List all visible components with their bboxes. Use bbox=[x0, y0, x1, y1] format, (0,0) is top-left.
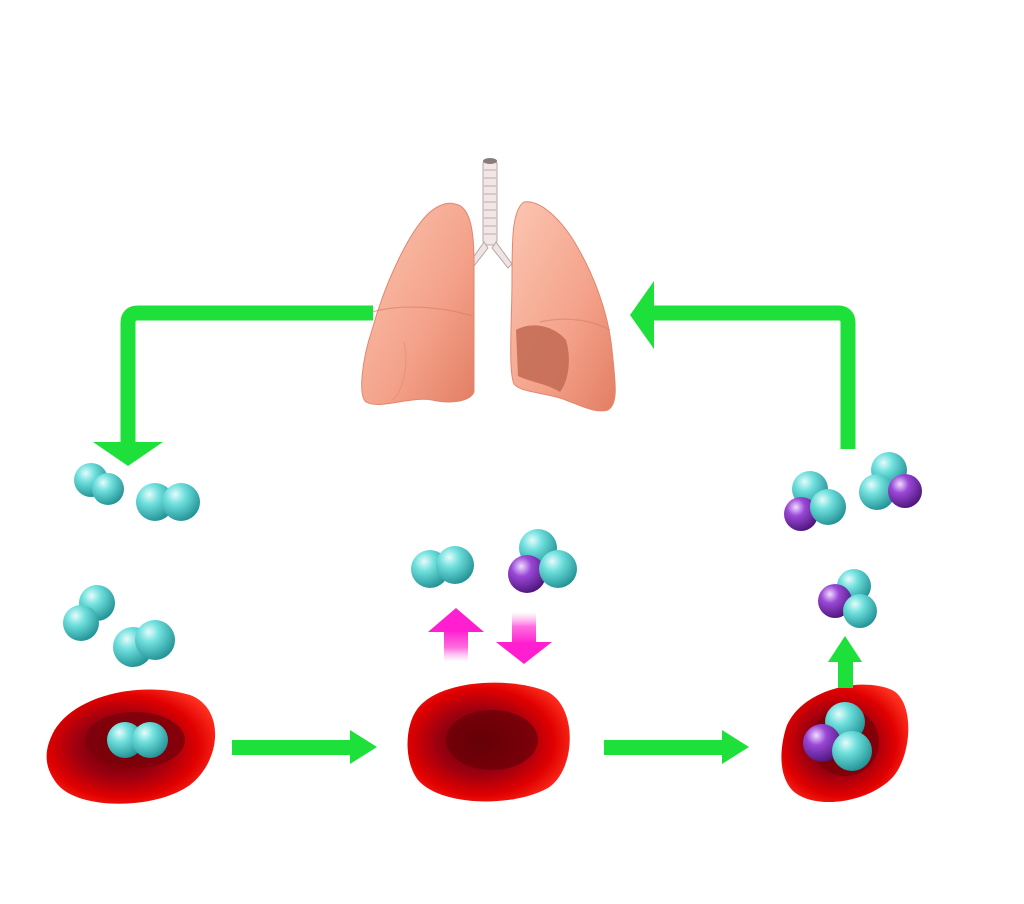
exchange-arrow-down bbox=[496, 612, 552, 664]
flow-arrow-cell3-up bbox=[828, 636, 862, 688]
oxygen-molecule-icon bbox=[74, 463, 124, 505]
oxygen-molecule-icon bbox=[107, 722, 168, 758]
exchange-arrow-up bbox=[428, 608, 484, 662]
oxygen-molecule-icon bbox=[113, 620, 175, 667]
flow-arrow-cell2-to-cell3 bbox=[604, 730, 749, 764]
flow-arrow-cell1-to-cell2 bbox=[232, 730, 377, 764]
flow-arrow-lungs-to-left bbox=[93, 305, 373, 466]
carbon-dioxide-molecule-icon bbox=[818, 569, 877, 628]
oxygen-molecule-icon bbox=[136, 483, 200, 521]
red-blood-cell-icon bbox=[407, 682, 570, 802]
flow-arrow-right-to-lungs bbox=[630, 281, 856, 449]
oxygen-molecule-icon bbox=[411, 546, 474, 588]
carbon-dioxide-molecule-icon bbox=[784, 471, 846, 531]
lungs-icon bbox=[361, 158, 616, 412]
carbon-dioxide-molecule-icon bbox=[859, 452, 922, 510]
oxygen-molecule-icon bbox=[63, 585, 115, 641]
carbon-dioxide-molecule-icon bbox=[508, 529, 577, 593]
red-blood-cell-icon bbox=[46, 689, 216, 804]
carbon-dioxide-molecule-icon bbox=[803, 702, 872, 771]
red-blood-cell-icon bbox=[781, 684, 909, 803]
